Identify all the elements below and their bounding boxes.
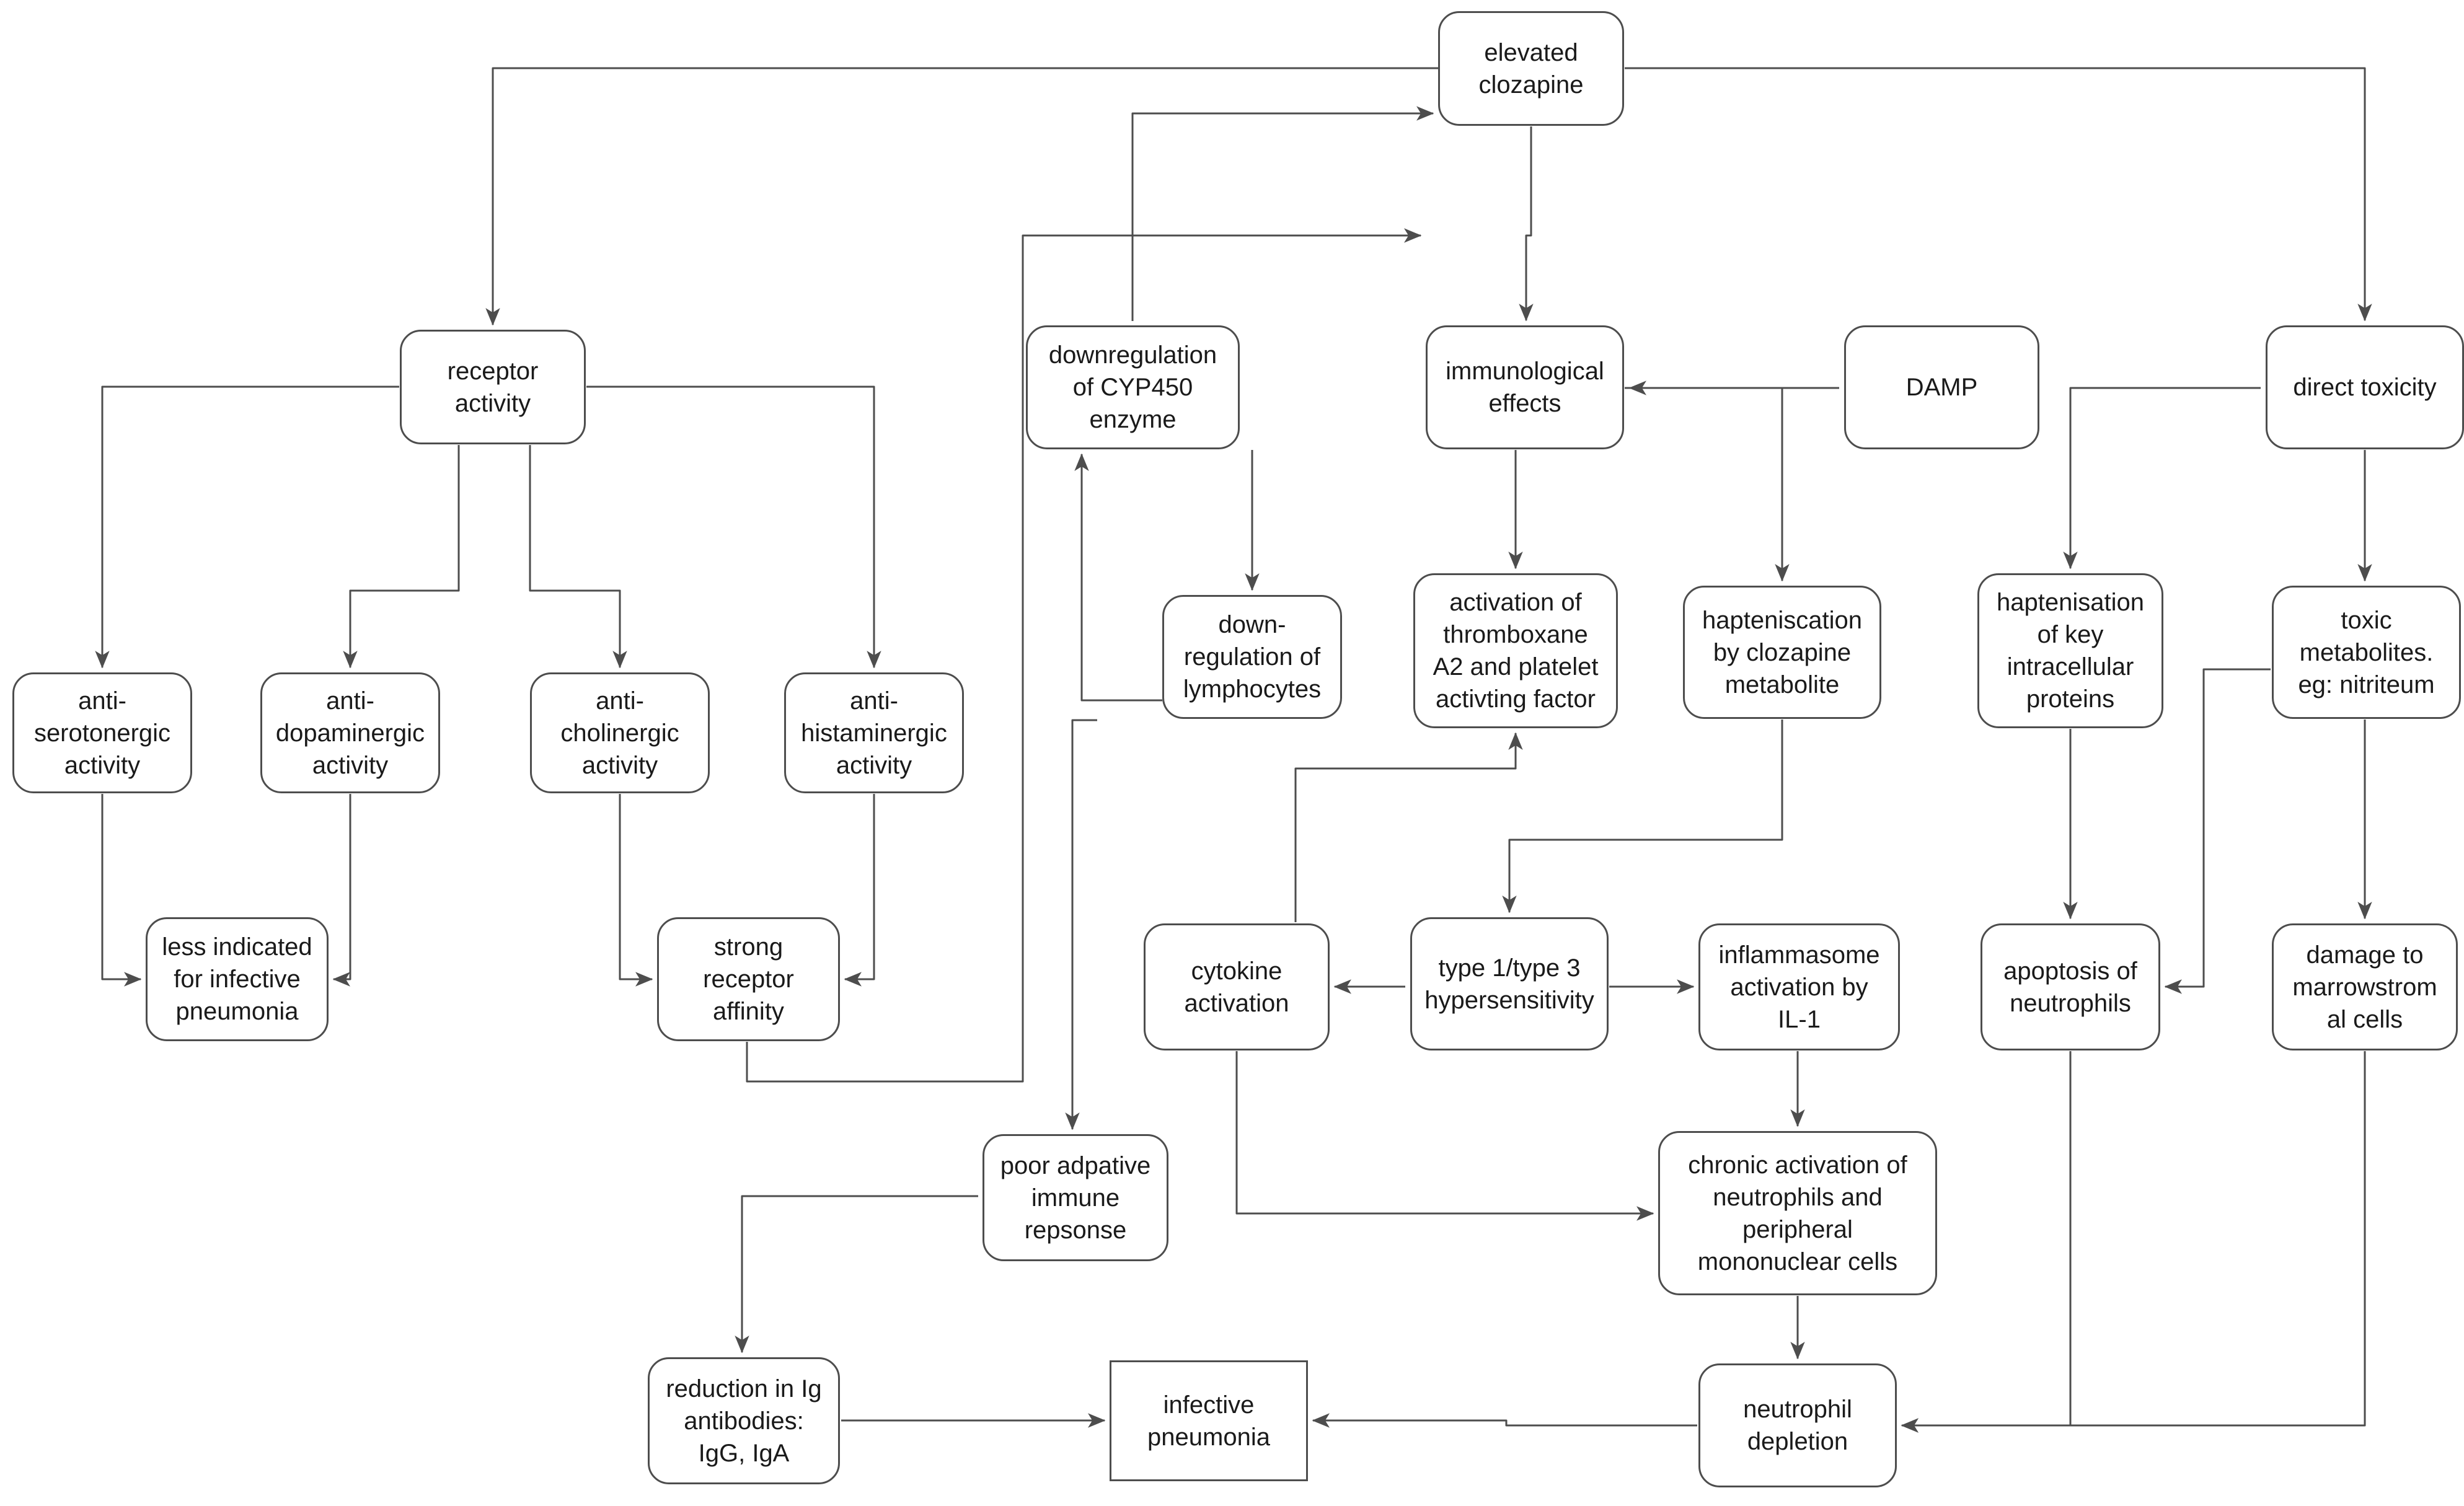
node-anti_cholinergic[interactable]: anti- cholinergic activity xyxy=(530,672,710,793)
node-elevated_clozapine[interactable]: elevated clozapine xyxy=(1438,11,1624,126)
edge-hapteniscation-to-type13_hypersensitivity xyxy=(1502,720,1783,914)
node-cytokine_activation[interactable]: cytokine activation xyxy=(1144,923,1330,1050)
node-label-thromboxane: activation of thromboxane A2 and platele… xyxy=(1433,589,1599,713)
node-down_reg_lymphocytes[interactable]: down- regulation of lymphocytes xyxy=(1162,595,1342,719)
node-label-down_reg_lymphocytes: down- regulation of lymphocytes xyxy=(1183,611,1322,703)
node-label-neutrophil_depletion: neutrophil depletion xyxy=(1743,1396,1852,1455)
edge-elevated_clozapine-to-direct_toxicity xyxy=(1625,67,2372,322)
node-thromboxane[interactable]: activation of thromboxane A2 and platele… xyxy=(1413,573,1618,728)
edge-anti_serotonergic-to-less_indicated xyxy=(101,794,142,987)
node-label-cytokine_activation: cytokine activation xyxy=(1184,957,1289,1017)
node-label-strong_receptor: strong receptor affinity xyxy=(703,933,794,1025)
node-label-reduction_ig: reduction in Ig antibodies: IgG, IgA xyxy=(666,1375,822,1467)
edge-anti_dopaminergic-to-less_indicated xyxy=(332,794,351,987)
node-anti_dopaminergic[interactable]: anti- dopaminergic activity xyxy=(260,672,440,793)
node-label-inflammasome: inflammasome activation by IL-1 xyxy=(1718,941,1880,1033)
node-infective_pneumonia[interactable]: infective pneumonia xyxy=(1110,1360,1308,1481)
node-haptenisation_key[interactable]: haptenisation of key intracellular prote… xyxy=(1977,573,2163,728)
node-label-immunological_effects: immunological effects xyxy=(1446,358,1604,417)
edge-receptor_activity-to-anti_dopaminergic xyxy=(343,445,460,669)
edge-direct_toxicity-to-haptenisation_key xyxy=(2063,387,2261,570)
node-neutrophil_depletion[interactable]: neutrophil depletion xyxy=(1698,1363,1897,1487)
node-damage_marrow[interactable]: damage to marrowstrom al cells xyxy=(2272,923,2458,1050)
edge-anti_histaminergic-to-strong_receptor xyxy=(844,794,875,987)
node-label-less_indicated: less indicated for infective pneumonia xyxy=(162,933,312,1025)
node-label-type13_hypersensitivity: type 1/type 3 hypersensitivity xyxy=(1424,954,1594,1014)
node-label-downreg_cyp450: downregulation of CYP450 enzyme xyxy=(1048,341,1217,433)
node-reduction_ig[interactable]: reduction in Ig antibodies: IgG, IgA xyxy=(648,1357,840,1484)
edge-neutrophil_depletion-to-infective_pneumonia xyxy=(1312,1413,1697,1428)
node-label-anti_cholinergic: anti- cholinergic activity xyxy=(560,687,679,779)
node-label-receptor_activity: receptor activity xyxy=(447,357,539,417)
node-anti_histaminergic[interactable]: anti- histaminergic activity xyxy=(784,672,964,793)
node-anti_serotonergic[interactable]: anti- serotonergic activity xyxy=(12,672,192,793)
edge-anti_cholinergic-to-strong_receptor xyxy=(619,794,653,987)
node-hapteniscation[interactable]: hapteniscation by clozapine metabolite xyxy=(1683,586,1881,719)
node-label-direct_toxicity: direct toxicity xyxy=(2293,374,2437,401)
node-label-anti_serotonergic: anti- serotonergic activity xyxy=(33,687,171,779)
node-label-damp: DAMP xyxy=(1905,374,1978,401)
edge-cytokine_activation-to-thromboxane xyxy=(1294,732,1523,922)
node-receptor_activity[interactable]: receptor activity xyxy=(400,330,586,444)
node-inflammasome[interactable]: inflammasome activation by IL-1 xyxy=(1698,923,1900,1050)
node-immunological_effects[interactable]: immunological effects xyxy=(1426,325,1624,449)
node-label-chronic_activation: chronic activation of neutrophils and pe… xyxy=(1688,1151,1907,1275)
edge-down_reg_lymphocytes-to-poor_adaptive_immune xyxy=(1065,719,1097,1130)
node-label-poor_adaptive_immune: poor adpative immune repsonse xyxy=(1000,1152,1151,1244)
edge-elevated_clozapine-to-downreg_cyp450 xyxy=(1131,106,1434,321)
node-label-damage_marrow: damage to marrowstrom al cells xyxy=(2292,941,2437,1033)
edge-down_reg_lymphocytes-to-downreg_cyp450 xyxy=(1074,453,1162,702)
node-type13_hypersensitivity[interactable]: type 1/type 3 hypersensitivity xyxy=(1410,917,1609,1050)
edge-poor_adaptive_immune-to-reduction_ig xyxy=(735,1195,978,1354)
edge-cytokine_activation-to-chronic_activation xyxy=(1235,1051,1654,1221)
node-label-elevated_clozapine: elevated clozapine xyxy=(1478,38,1584,99)
node-direct_toxicity[interactable]: direct toxicity xyxy=(2266,325,2464,449)
edge-strong_receptor-to-immunological_effects xyxy=(746,228,1422,1083)
edge-receptor_activity-to-anti_serotonergic xyxy=(95,385,399,669)
node-label-hapteniscation: hapteniscation by clozapine metabolite xyxy=(1702,606,1862,698)
edge-elevated_clozapine-to-immunological_effects xyxy=(1519,126,1534,322)
node-damp[interactable]: DAMP xyxy=(1844,325,2039,449)
edge-elevated_clozapine-to-receptor_activity xyxy=(485,67,1438,326)
node-label-haptenisation_key: haptenisation of key intracellular prote… xyxy=(1997,589,2144,713)
node-chronic_activation[interactable]: chronic activation of neutrophils and pe… xyxy=(1658,1131,1937,1295)
node-poor_adaptive_immune[interactable]: poor adpative immune repsonse xyxy=(983,1134,1168,1261)
node-label-anti_histaminergic: anti- histaminergic activity xyxy=(801,687,947,779)
node-apoptosis_neutrophils[interactable]: apoptosis of neutrophils xyxy=(1980,923,2160,1050)
edge-damage_marrow-to-neutrophil_depletion xyxy=(1901,1051,2366,1433)
node-downreg_cyp450[interactable]: downregulation of CYP450 enzyme xyxy=(1026,325,1240,449)
edge-receptor_activity-to-anti_cholinergic xyxy=(529,445,627,669)
node-label-infective_pneumonia: infective pneumonia xyxy=(1147,1391,1270,1451)
node-toxic_metabolites[interactable]: toxic metabolites. eg: nitriteum xyxy=(2272,586,2461,719)
node-label-apoptosis_neutrophils: apoptosis of neutrophils xyxy=(2003,957,2137,1017)
node-less_indicated[interactable]: less indicated for infective pneumonia xyxy=(146,917,329,1041)
node-label-anti_dopaminergic: anti- dopaminergic activity xyxy=(275,687,425,779)
node-label-toxic_metabolites: toxic metabolites. eg: nitriteum xyxy=(2298,606,2435,698)
edge-receptor_activity-to-anti_histaminergic xyxy=(586,385,881,669)
edge-toxic_metabolites-to-apoptosis_neutrophils xyxy=(2164,668,2271,994)
node-strong_receptor[interactable]: strong receptor affinity xyxy=(657,917,840,1041)
edge-immunological_effects-to-hapteniscation xyxy=(1625,387,1790,582)
